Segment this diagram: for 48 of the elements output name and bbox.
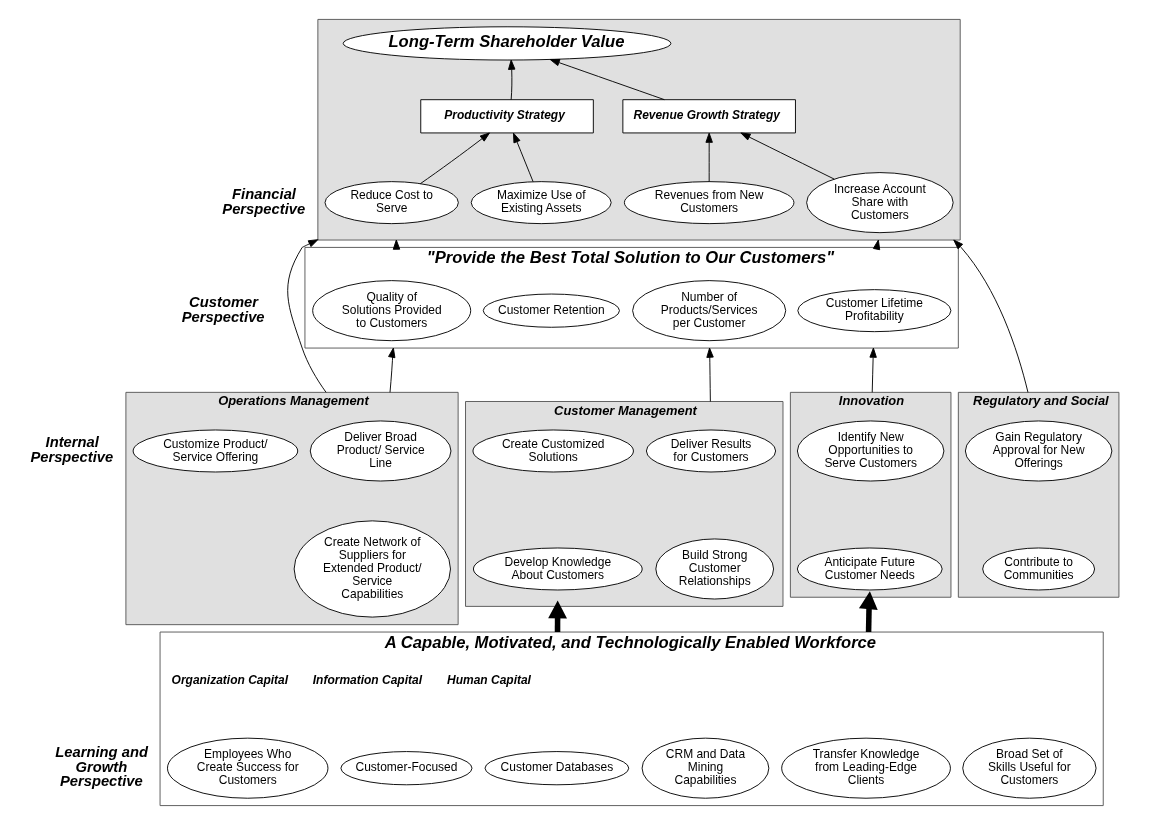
arrow xyxy=(419,132,490,185)
arrow xyxy=(704,132,713,183)
node-ellipse: Number of Products/Services per Customer xyxy=(631,280,786,342)
node-ellipse: Increase Account Share with Customers xyxy=(805,172,954,234)
arrow xyxy=(952,239,1028,393)
node-ellipse: Deliver Broad Product/ Service Line xyxy=(309,420,451,482)
node-ellipse: Gain Regulatory Approval for New Offerings xyxy=(964,420,1112,482)
node-ellipse: CRM and Data Mining Capabilities xyxy=(641,737,769,799)
node-box: Revenue Growth Strategy xyxy=(621,99,796,134)
node-ellipse: Revenues from New Customers xyxy=(623,181,794,225)
node-ellipse: Customer Retention xyxy=(482,293,620,328)
node-ellipse: Anticipate Future Customer Needs xyxy=(796,547,943,591)
label: Financial Perspective xyxy=(221,185,305,217)
arrow xyxy=(507,59,515,101)
node-ellipse: Create Customized Solutions xyxy=(472,429,634,473)
node-ellipse: Contribute to Communities xyxy=(981,547,1095,591)
node-ellipse: Long-Term Shareholder Value xyxy=(342,26,671,61)
cluster xyxy=(316,18,961,241)
label: Internal Perspective xyxy=(29,434,113,465)
label: Learning and Growth Perspective xyxy=(54,743,148,790)
node-ellipse: Customer Lifetime Profitability xyxy=(796,289,951,333)
label: Information Capital xyxy=(312,673,422,688)
node-ellipse: Broad Set of Skills Useful for Customers xyxy=(961,737,1097,799)
node-ellipse: Maximize Use of Existing Assets xyxy=(470,181,612,225)
node-box: Productivity Strategy xyxy=(419,99,594,134)
label: Organization Capital xyxy=(171,673,288,688)
node-ellipse: Reduce Cost to Serve xyxy=(324,181,459,225)
arrow xyxy=(549,59,665,101)
arrow xyxy=(858,591,878,633)
label: Human Capital xyxy=(446,673,531,688)
arrow xyxy=(286,239,327,393)
node-ellipse: Create Network of Suppliers for Extended Product/ Service Capabilities xyxy=(293,520,451,618)
node-ellipse: Identify New Opportunities to Serve Customers xyxy=(796,420,944,482)
node-ellipse: Quality of Solutions Provided to Customers xyxy=(311,280,471,342)
node-ellipse: Employees Who Create Success for Customers xyxy=(166,737,328,799)
node-ellipse: Deliver Results for Customers xyxy=(645,429,776,473)
arrow xyxy=(739,132,835,180)
node-ellipse: Transfer Knowledge from Leading-Edge Clients xyxy=(780,737,951,799)
node-ellipse: Develop Knowledge About Customers xyxy=(472,547,643,591)
node-ellipse: Customize Product/ Service Offering xyxy=(132,429,298,473)
arrow xyxy=(705,347,714,402)
label: Customer Perspective xyxy=(181,293,265,325)
node-ellipse: Customer Databases xyxy=(484,751,629,786)
arrow xyxy=(387,347,395,393)
arrow xyxy=(512,132,534,183)
node-ellipse: Customer-Focused xyxy=(339,751,472,786)
node-ellipse: Build Strong Customer Relationships xyxy=(654,538,774,600)
arrow xyxy=(868,347,877,393)
